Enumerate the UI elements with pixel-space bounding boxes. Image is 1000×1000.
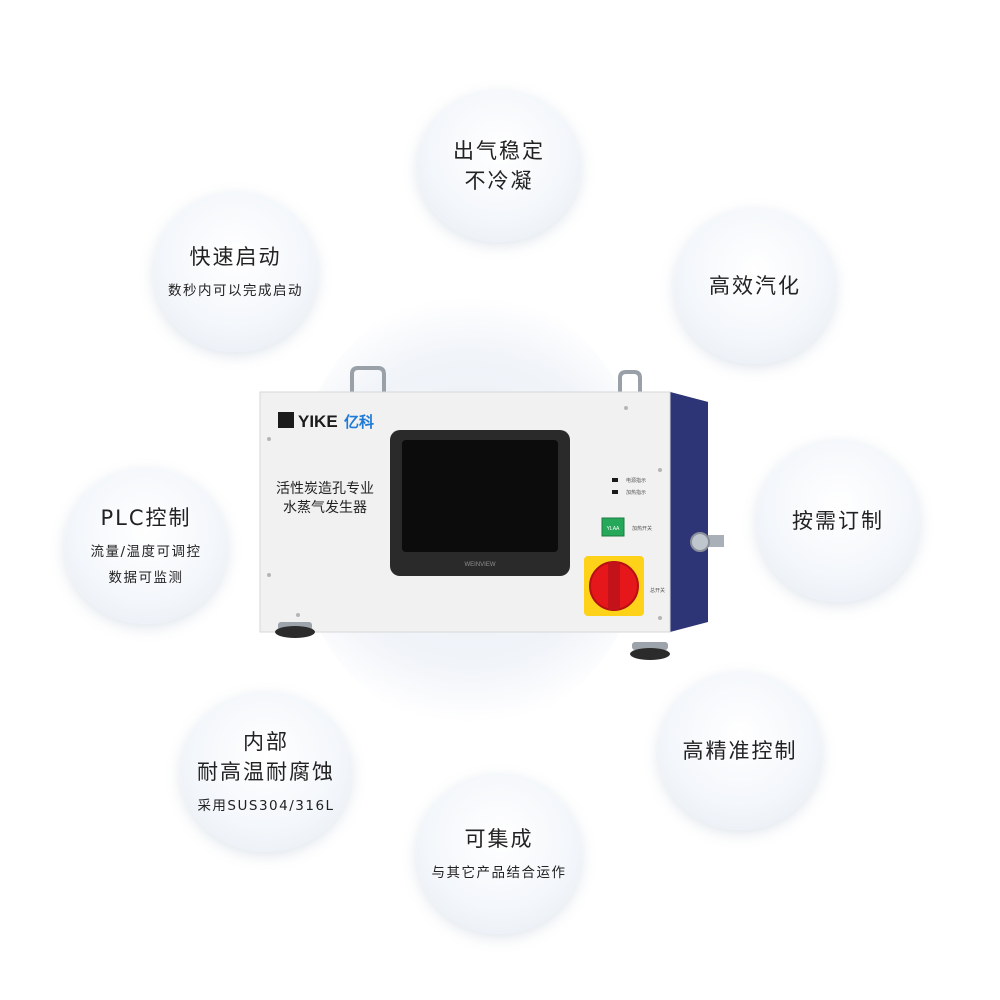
feature-desc: 数据可监测 — [108, 570, 184, 586]
logo-icon — [278, 412, 294, 428]
feature-title: 出气稳定 — [453, 139, 545, 163]
power-indicator-light — [612, 478, 618, 482]
indicator-label: 电源指示 — [626, 477, 646, 484]
feature-efficient: 高效汽化 — [674, 208, 836, 364]
feature-stable-output: 出气稳定 不冷凝 — [417, 90, 581, 242]
screen-brand: WEINVIEW — [465, 562, 496, 568]
feature-title: 内部 — [243, 730, 289, 754]
feature-title: 不冷凝 — [464, 169, 534, 193]
feature-title: 快速启动 — [189, 245, 282, 269]
power-switch-label: 总开关 — [650, 587, 665, 594]
feature-desc: 数秒内可以完成启动 — [168, 283, 303, 299]
touchscreen-display[interactable] — [402, 440, 558, 552]
brand-logo: YIKE — [298, 412, 338, 431]
feature-desc: 流量/温度可调控 — [90, 544, 202, 560]
steam-generator-illustration: YIKE 亿科 活性炭造孔专业 水蒸气发生器 WEINVIEW 电源指示 加热指… — [259, 366, 724, 660]
feature-title: 高效汽化 — [709, 274, 801, 298]
carry-handle-icon — [350, 366, 642, 394]
feature-quick-start: 快速启动 数秒内可以完成启动 — [153, 192, 318, 352]
feature-integrable: 可集成 与其它产品结合运作 — [416, 774, 582, 934]
heat-indicator-light — [612, 490, 618, 494]
feature-desc: 与其它产品结合运作 — [431, 865, 567, 881]
feature-title: 按需订制 — [792, 509, 884, 533]
feature-desc: 采用SUS304/316L — [197, 798, 335, 814]
heat-switch-label: 加热开关 — [632, 525, 652, 532]
machine-feet — [275, 622, 670, 660]
brand-logo-cn: 亿科 — [344, 413, 374, 431]
switch-knob-bar — [608, 562, 620, 610]
product-label-line2: 水蒸气发生器 — [283, 500, 367, 516]
screw-icons — [267, 406, 662, 620]
feature-title: 耐高温耐腐蚀 — [197, 760, 335, 784]
product-label-line1: 活性炭造孔专业 — [276, 481, 374, 497]
feature-title: 高精准控制 — [682, 739, 798, 763]
feature-title: 可集成 — [464, 827, 534, 851]
feature-title: PLC控制 — [100, 506, 192, 530]
feature-precision: 高精准控制 — [658, 672, 822, 830]
feature-internal: 内部 耐高温耐腐蚀 采用SUS304/316L — [180, 692, 352, 852]
feature-custom: 按需订制 — [756, 440, 920, 602]
pipe-fitting-icon — [708, 535, 724, 547]
feature-plc-control: PLC控制 流量/温度可调控 数据可监测 — [64, 468, 228, 624]
heat-button-label: YLAA — [607, 526, 620, 532]
side-port-icon — [690, 532, 710, 552]
indicator-label: 加热指示 — [626, 489, 646, 496]
machine-side — [670, 392, 708, 632]
heat-switch-button[interactable] — [601, 517, 625, 537]
